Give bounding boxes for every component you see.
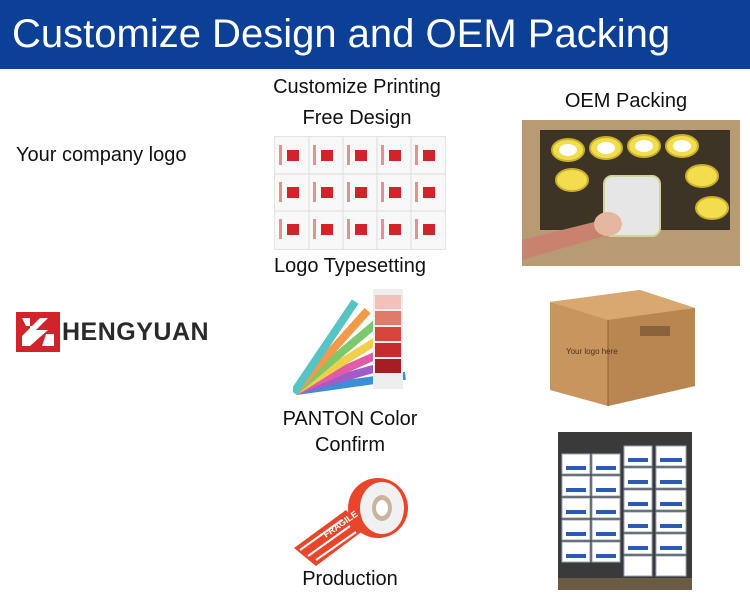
oem-box-of-rolls-image bbox=[522, 120, 740, 266]
pallet-of-cartons-image bbox=[558, 432, 692, 590]
company-logo-label: Your company logo bbox=[16, 144, 187, 166]
carton-logo-text: Your logo here bbox=[566, 347, 618, 356]
pantone-swatch-fan-image bbox=[293, 283, 411, 398]
panton-color-label-line1: PANTON Color bbox=[282, 408, 418, 430]
fragile-label-roll-image: FRAGILE bbox=[286, 470, 416, 570]
hengyuan-logo-icon bbox=[16, 312, 60, 352]
free-design-subtitle: Free Design bbox=[302, 107, 412, 129]
brand-name: HENGYUAN bbox=[62, 318, 210, 346]
production-label: Production bbox=[302, 568, 398, 590]
panton-color-label-line2: Confirm bbox=[314, 434, 385, 456]
printed-labels-sheet-image bbox=[274, 136, 446, 250]
header-banner: Customize Design and OEM Packing bbox=[0, 0, 750, 69]
oem-packing-label: OEM Packing bbox=[564, 90, 688, 112]
logo-typesetting-label: Logo Typesetting bbox=[274, 255, 426, 277]
page-title: Customize Design and OEM Packing bbox=[12, 12, 671, 56]
carton-box-image: Your logo here bbox=[550, 286, 695, 406]
customize-printing-title: Customize Printing bbox=[273, 76, 441, 98]
